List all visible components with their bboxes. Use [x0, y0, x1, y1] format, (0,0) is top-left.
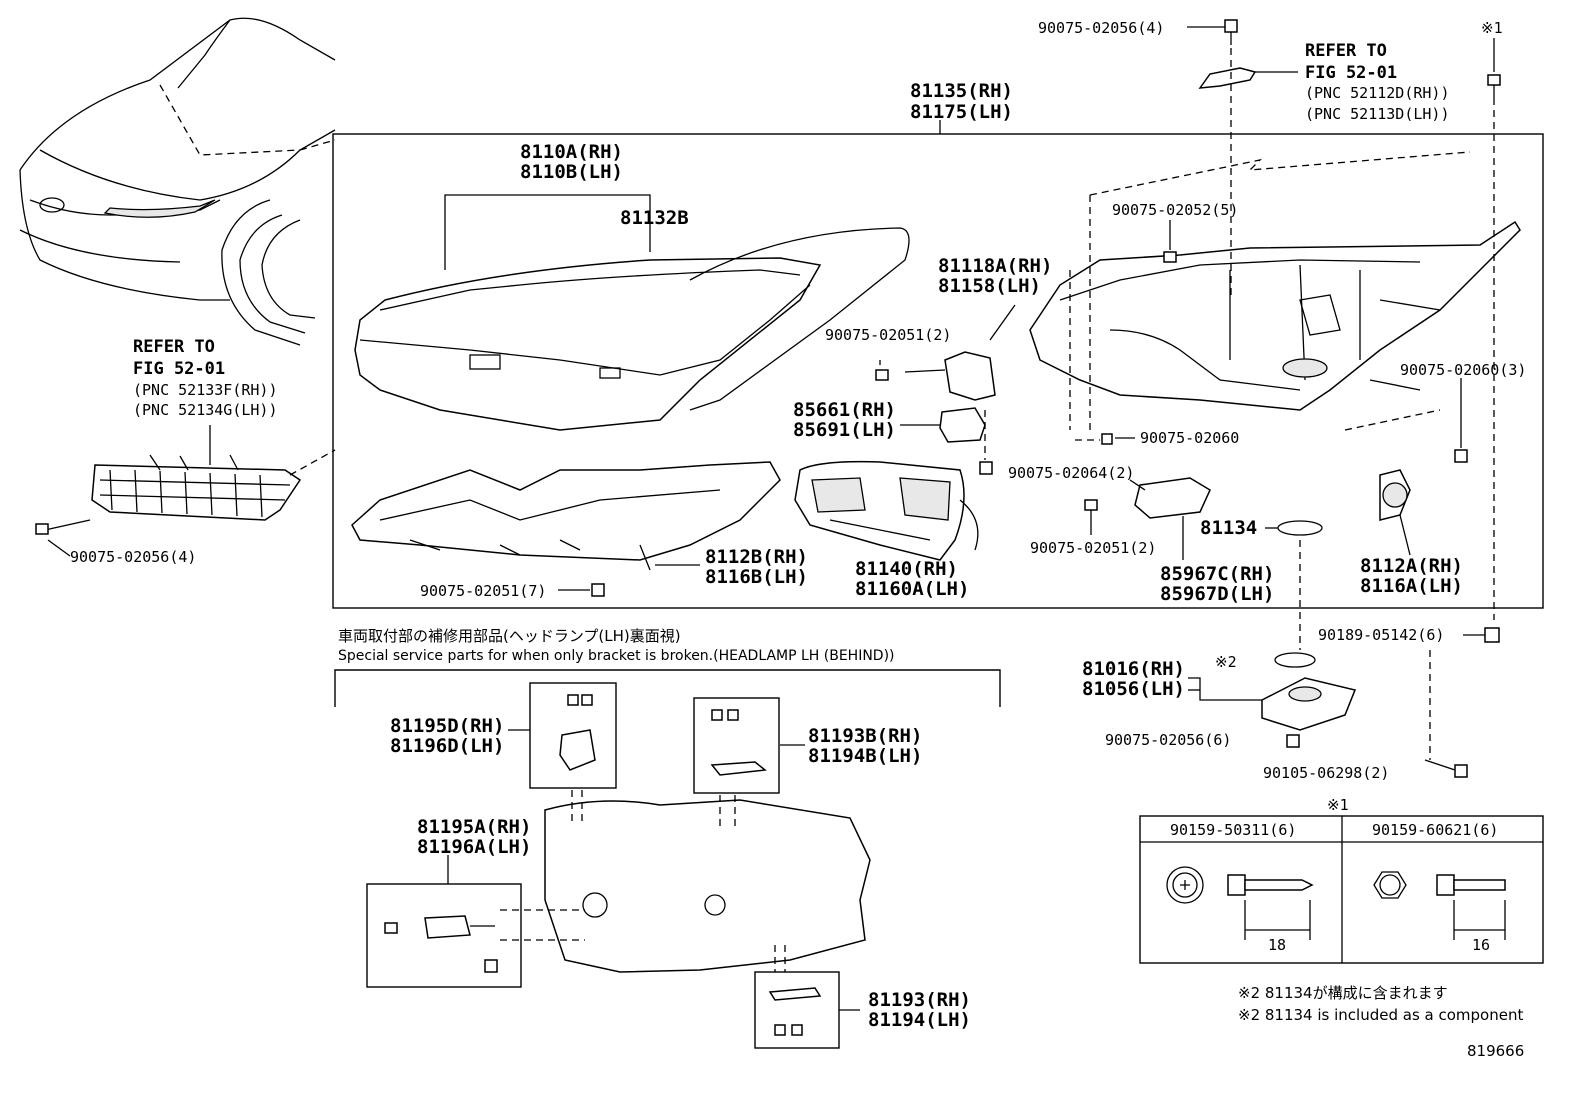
- label-oring: 81134: [1200, 517, 1257, 539]
- table-col2-header: 90159-60621(6): [1372, 821, 1498, 839]
- label-scr-2064-2: 90075-02064(2): [1008, 464, 1134, 482]
- label-proj-rh: 81140(RH): [855, 558, 958, 580]
- label-comp-lh: 81056(LH): [1082, 678, 1185, 700]
- label-scr-2056-6: 90075-02056(6): [1105, 731, 1231, 749]
- note-jp: ※2 81134が構成に含まれます: [1238, 984, 1448, 1002]
- label-ecu-rh: 85967C(RH): [1160, 563, 1274, 585]
- left-bracket: [35, 425, 336, 557]
- connector-85661: [900, 407, 993, 475]
- table-dim1: 18: [1268, 936, 1286, 954]
- label-assy-lh: 81175(LH): [910, 101, 1013, 123]
- note-en: ※2 81134 is included as a component: [1238, 1006, 1523, 1024]
- label-scr-06298: 90105-06298(2): [1263, 764, 1389, 782]
- component-81016: [1188, 627, 1500, 778]
- ecu-85967c: [1129, 477, 1211, 560]
- label-nut-05142: 90189-05142(6): [1318, 626, 1444, 644]
- label-scr-2051-2a: 90075-02051(2): [825, 326, 951, 344]
- vehicle-sketch: [19, 17, 336, 346]
- refer-top-line2: FIG 52-01: [1305, 63, 1397, 83]
- label-rp3-lh: 81196A(LH): [417, 836, 531, 858]
- housing-screws: [1084, 220, 1468, 535]
- repair-title-en: Special service parts for when only brac…: [338, 648, 895, 664]
- label-lens-rh: 8110A(RH): [520, 141, 623, 163]
- fastener-table: [1139, 815, 1544, 964]
- label-conn-lh: 85691(LH): [793, 419, 896, 441]
- label-bolt-top: 90075-02056(4): [1038, 19, 1164, 37]
- refer-left-line3: (PNC 52133F(RH)): [133, 381, 278, 399]
- repair-section: [334, 669, 1001, 1049]
- label-proj-lh: 81160A(LH): [855, 578, 969, 600]
- extension-panel: [351, 461, 781, 597]
- label-rp1-lh: 81196D(LH): [390, 735, 504, 757]
- label-assy-rh: 81135(RH): [910, 80, 1013, 102]
- label-scr-2051-2b: 90075-02051(2): [1030, 539, 1156, 557]
- label-rp2-rh: 81193B(RH): [808, 725, 922, 747]
- label-rp1-rh: 81195D(RH): [390, 715, 504, 737]
- label-ext-lh: 8116B(LH): [705, 566, 808, 588]
- refer-left-line1: REFER TO: [133, 337, 215, 357]
- label-rp2-lh: 81194B(LH): [808, 745, 922, 767]
- label-scr-2052-5: 90075-02052(5): [1112, 201, 1238, 219]
- note2-mark: ※2: [1215, 653, 1237, 671]
- label-rp3-rh: 81195A(RH): [417, 816, 531, 838]
- refer-left-line4: (PNC 52134G(LH)): [133, 401, 278, 419]
- label-leveler-lh: 8116A(LH): [1360, 575, 1463, 597]
- note1-mark-top: ※1: [1481, 19, 1503, 37]
- table-note-mark: ※1: [1327, 796, 1349, 814]
- label-scr-2060: 90075-02060: [1140, 429, 1239, 447]
- table-col1-header: 90159-50311(6): [1170, 821, 1296, 839]
- top-bracket-parts: [1187, 19, 1501, 620]
- label-conn-rh: 85661(RH): [793, 399, 896, 421]
- label-bkt-rh: 81118A(RH): [938, 255, 1052, 277]
- label-scr-2051-7: 90075-02051(7): [420, 582, 546, 600]
- figure-code: 819666: [1467, 1042, 1524, 1060]
- table-dim2: 16: [1472, 936, 1490, 954]
- projector-81140: [794, 460, 979, 561]
- label-bolt-left: 90075-02056(4): [70, 548, 196, 566]
- label-rp4-lh: 81194(LH): [868, 1009, 971, 1031]
- label-ecu-lh: 85967D(LH): [1160, 583, 1274, 605]
- refer-top-line4: (PNC 52113D(LH)): [1305, 105, 1450, 123]
- oring-81134: [1277, 520, 1323, 536]
- label-comp-rh: 81016(RH): [1082, 658, 1185, 680]
- headlamp-housing: [1029, 151, 1521, 441]
- headlamp-lens: [354, 194, 910, 431]
- leveler-8112a: [1379, 469, 1411, 556]
- refer-top-line3: (PNC 52112D(RH)): [1305, 84, 1450, 102]
- label-scr-2060-3: 90075-02060(3): [1400, 361, 1526, 379]
- label-lens-lh: 8110B(LH): [520, 161, 623, 183]
- bracket-81118a: [875, 304, 1016, 401]
- assembly-frame: [332, 133, 1544, 609]
- label-gasket: 81132B: [620, 207, 689, 229]
- repair-title-jp: 車両取付部の補修用部品(ヘッドランプ(LH)裏面視): [338, 627, 681, 645]
- refer-top-line1: REFER TO: [1305, 41, 1387, 61]
- refer-left-line2: FIG 52-01: [133, 359, 225, 379]
- label-rp4-rh: 81193(RH): [868, 989, 971, 1011]
- label-ext-rh: 8112B(RH): [705, 546, 808, 568]
- label-leveler-rh: 8112A(RH): [1360, 555, 1463, 577]
- label-bkt-lh: 81158(LH): [938, 275, 1041, 297]
